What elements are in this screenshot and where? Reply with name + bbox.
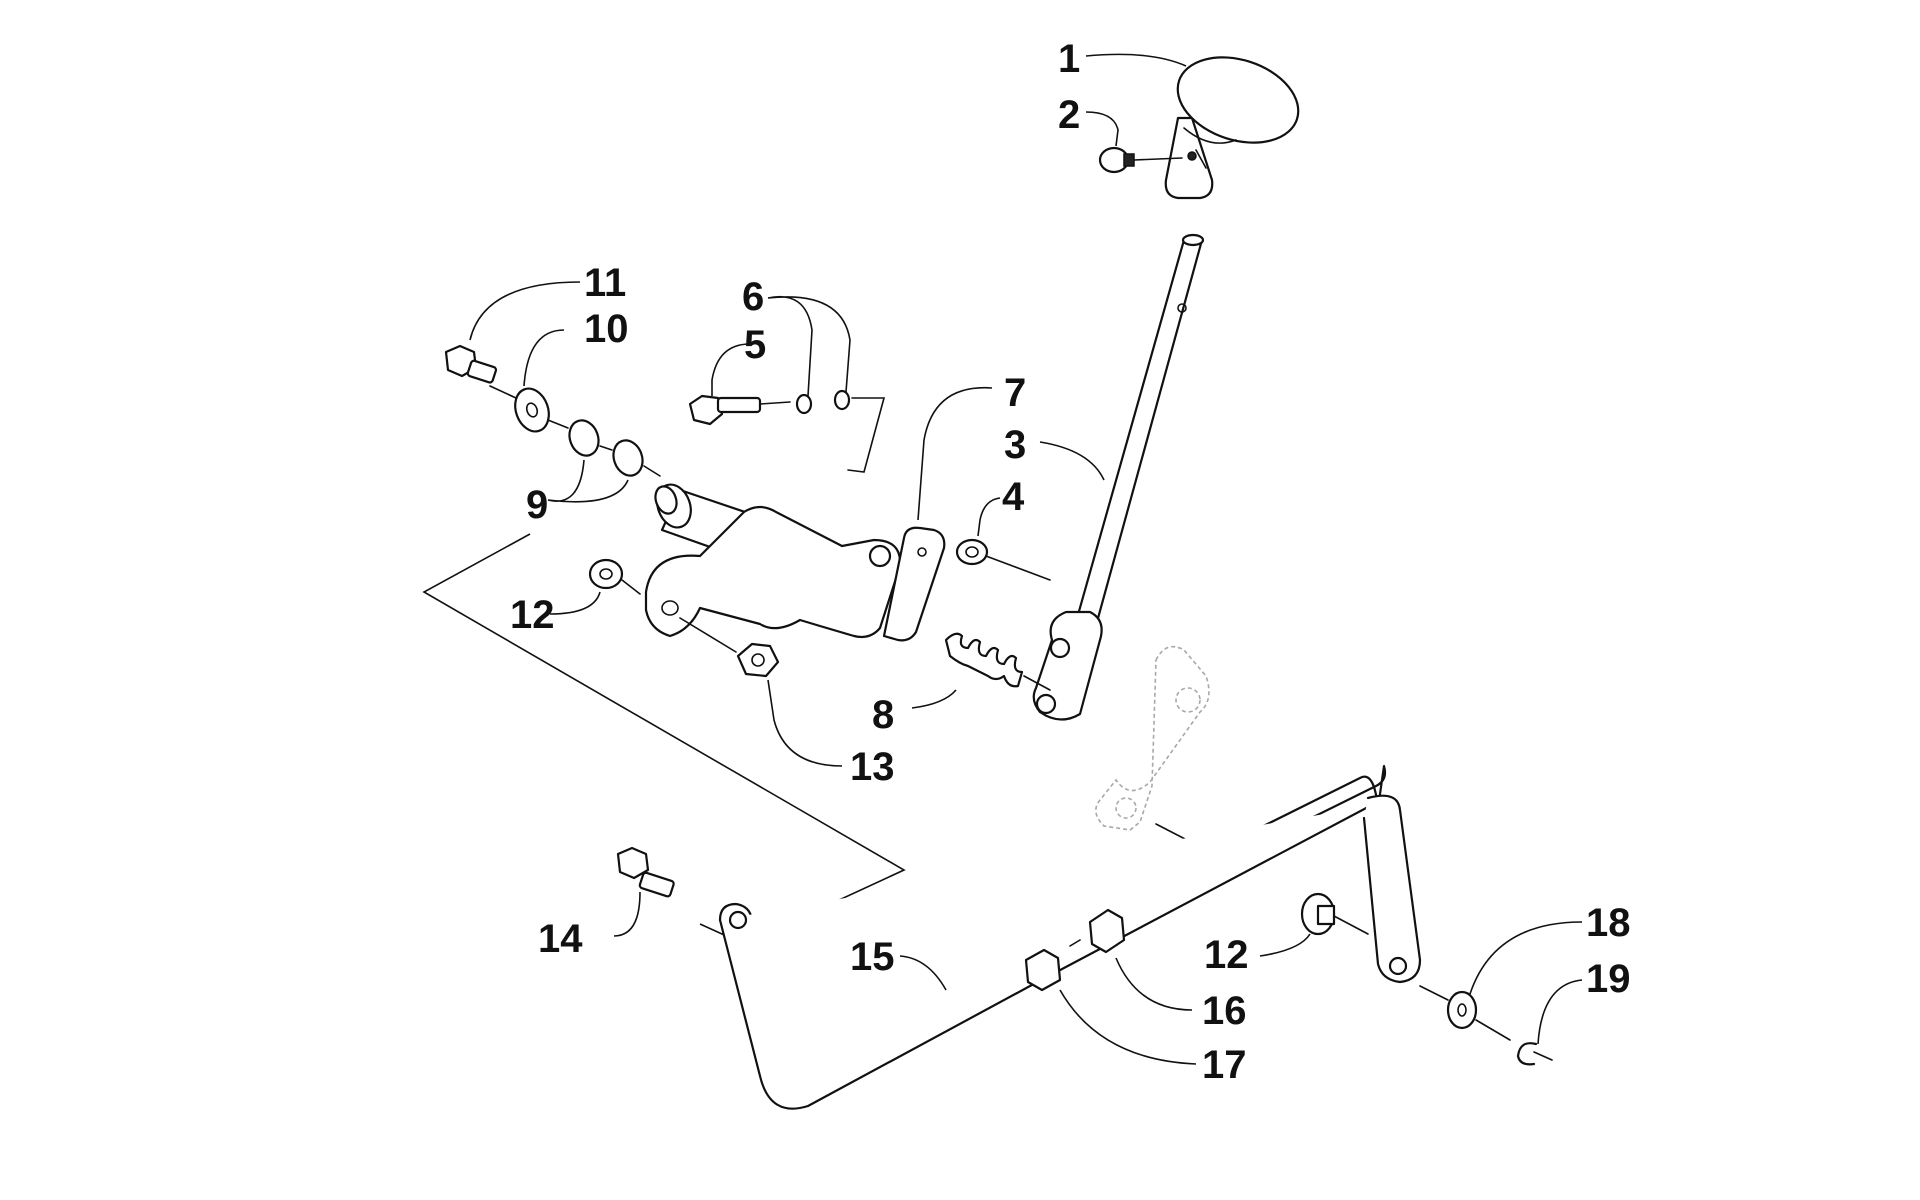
transmission-arm-ghost [1095, 645, 1219, 857]
callout-6: 6 [742, 275, 764, 319]
callout-7: 7 [1004, 371, 1026, 415]
spring-part [944, 632, 1051, 691]
callout-18: 18 [1586, 901, 1631, 945]
leader-lines [469, 53, 1583, 1065]
small-washers-part [795, 389, 886, 473]
callout-14: 14 [538, 917, 583, 961]
shift-lever-part [1032, 233, 1205, 721]
bolt-lower-part [616, 846, 675, 898]
callout-4: 4 [1002, 475, 1025, 519]
callout-1: 1 [1058, 37, 1080, 81]
callout-16: 16 [1202, 989, 1247, 1033]
shift-rod-part [718, 764, 1422, 1110]
washer-right-part [1419, 985, 1511, 1041]
callout-17: 17 [1202, 1043, 1247, 1087]
o-rings-part [568, 419, 644, 477]
jam-nut-part [1024, 948, 1062, 992]
flat-washer-part [489, 385, 661, 477]
callout-13: 13 [850, 745, 895, 789]
set-screw-part [1098, 146, 1183, 174]
hex-bolt-part [444, 344, 498, 384]
nut-part [955, 538, 1051, 581]
callout-15: 15 [850, 935, 895, 979]
callout-3: 3 [1004, 423, 1026, 467]
shift-bracket-part [644, 483, 946, 642]
adjuster-nut-part [1069, 908, 1126, 954]
callout-12-upper: 12 [510, 593, 555, 637]
bushing-lower-part [1300, 892, 1369, 936]
callout-5: 5 [744, 323, 766, 367]
callout-11: 11 [584, 261, 626, 305]
callout-2: 2 [1058, 93, 1080, 137]
callout-10: 10 [584, 307, 629, 351]
shift-knob-part [1164, 56, 1300, 200]
callout-19: 19 [1586, 957, 1631, 1001]
callout-9: 9 [526, 483, 548, 527]
callout-12-lower: 12 [1204, 933, 1249, 977]
shoulder-bolt-part [688, 394, 791, 426]
callout-8: 8 [872, 693, 894, 737]
flange-nut-part [736, 642, 780, 678]
e-clip-part [1516, 1042, 1553, 1066]
washer-upper-part [588, 558, 737, 653]
